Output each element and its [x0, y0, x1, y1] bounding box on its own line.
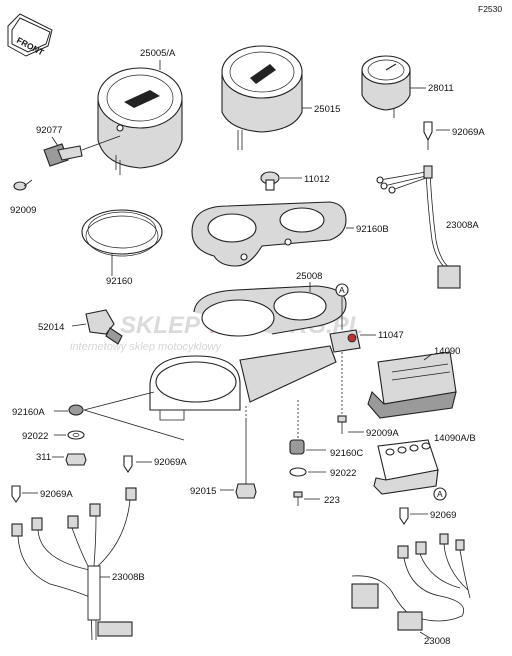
sensor-52014: [85, 309, 123, 345]
label-92160a: 92160A: [12, 407, 45, 418]
label-92160: 92160: [106, 276, 132, 287]
reference-a-bottom: [433, 487, 447, 501]
indicator-lens: [373, 439, 439, 495]
wire-harness-23008b: [11, 487, 137, 641]
washer-92022-right: [289, 467, 307, 477]
label-14090ab: 14090A/B: [434, 433, 476, 444]
gauge-ring: [81, 209, 163, 257]
wire-harness-23008: [351, 533, 471, 631]
watermark-tagline: internetowy sklep motocyklowy: [70, 341, 223, 353]
diagram-code: F2530: [478, 4, 502, 14]
watermark-brand-1: SKLEP: [120, 312, 201, 339]
label-92022-left: 92022: [22, 431, 48, 442]
washer-92022-left: [67, 430, 85, 440]
bolt-223: [293, 491, 303, 506]
bulb-92069a-left: [11, 485, 21, 503]
cover-plate: [191, 201, 347, 267]
label-11012: 11012: [304, 174, 330, 185]
bulb-92069: [399, 507, 409, 525]
label-92069: 92069: [430, 510, 456, 521]
fuel-gauge: [361, 55, 411, 118]
speedometer-gauge: [97, 67, 183, 175]
label-92015: 92015: [190, 486, 216, 497]
label-25008: 25008: [296, 271, 322, 282]
bracket-11047: [329, 329, 361, 353]
label-25015: 25015: [314, 104, 340, 115]
nut-92015: [235, 420, 257, 499]
label-28011: 28011: [428, 83, 454, 94]
wire-harness-23008a: [376, 165, 461, 289]
label-92009: 92009: [10, 205, 36, 216]
label-23008: 23008: [424, 636, 450, 647]
screw-92009a: [337, 415, 347, 434]
label-92069a-top: 92069A: [452, 127, 485, 138]
label-92069a-mid: 92069A: [154, 457, 187, 468]
label-92009a: 92009A: [366, 428, 399, 439]
nut-311: [65, 453, 87, 466]
label-23008a: 23008A: [446, 220, 479, 231]
label-92069a-left: 92069A: [40, 489, 73, 500]
cable-fitting: [43, 143, 83, 167]
label-311: 311: [36, 452, 51, 463]
label-52014: 52014: [38, 322, 64, 333]
indicator-housing: [367, 351, 457, 419]
bulb-92069a-mid: [123, 455, 133, 473]
label-25005a: 25005/A: [140, 48, 176, 59]
label-92160b: 92160B: [356, 224, 389, 235]
label-223: 223: [324, 495, 340, 506]
label-92077: 92077: [36, 125, 62, 136]
label-23008b: 23008B: [112, 572, 145, 583]
meter-housing: [149, 285, 347, 421]
front-arrow-icon: [7, 13, 53, 57]
label-11047: 11047: [378, 330, 404, 341]
label-14090: 14090: [434, 346, 460, 357]
label-92022-right: 92022: [330, 468, 356, 479]
bulb-92069a-top: [423, 121, 433, 150]
grommet-92160c: [289, 439, 305, 455]
tachometer-gauge: [221, 45, 303, 150]
screw-92009: [13, 179, 33, 191]
reference-a-top-label: A: [339, 285, 345, 295]
reference-a-bottom-label: A: [437, 489, 443, 499]
label-92160c: 92160C: [330, 448, 363, 459]
grommet-92160a: [68, 404, 84, 416]
